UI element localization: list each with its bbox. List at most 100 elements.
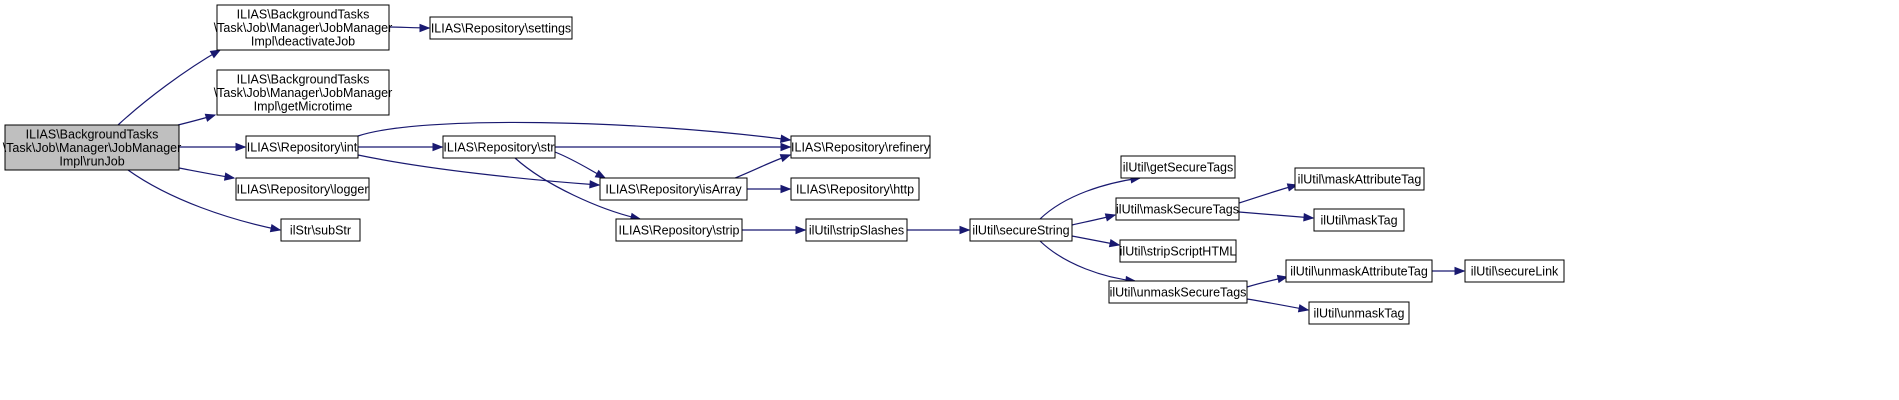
node-label-logger: ILIAS\Repository\logger — [236, 183, 368, 197]
node-str[interactable]: ILIAS\Repository\str — [442, 135, 556, 159]
node-box-unmaskSecureTags[interactable] — [1108, 280, 1248, 304]
node-label-subStr: ilStr\subStr — [290, 224, 351, 238]
node-box-logger[interactable] — [235, 177, 370, 201]
node-label-maskAttributeTag: ilUtil\maskAttributeTag — [1298, 173, 1422, 187]
node-label-deactivateJob: ILIAS\BackgroundTasks — [237, 8, 370, 22]
node-box-refinery[interactable] — [790, 135, 931, 159]
arrowhead-runJob-to-subStr — [269, 223, 282, 233]
node-label-getMicrotime: \Task\Job\Manager\JobManager — [214, 86, 393, 100]
node-label-int: ILIAS\Repository\int — [247, 141, 358, 155]
arrowhead-runJob-to-int — [235, 142, 247, 152]
edge-secureString-to-getSecureTags — [1039, 177, 1141, 220]
arrowhead-secureString-to-maskSecureTags — [1104, 213, 1117, 222]
node-box-subStr[interactable] — [280, 218, 361, 242]
node-maskSecureTags[interactable]: ilUtil\maskSecureTags — [1115, 197, 1240, 221]
node-label-isArray: ILIAS\Repository\isArray — [605, 183, 742, 197]
node-box-getMicrotime[interactable] — [216, 69, 390, 116]
node-secureLink[interactable]: ilUtil\secureLink — [1464, 259, 1565, 283]
node-label-getMicrotime: Impl\getMicrotime — [254, 100, 353, 114]
node-maskAttributeTag[interactable]: ilUtil\maskAttributeTag — [1294, 167, 1425, 191]
node-box-deactivateJob[interactable] — [216, 4, 390, 51]
node-label-http: ILIAS\Repository\http — [796, 183, 914, 197]
node-label-getSecureTags: ilUtil\getSecureTags — [1123, 161, 1233, 175]
node-box-str[interactable] — [442, 135, 556, 159]
node-isArray[interactable]: ILIAS\Repository\isArray — [599, 177, 748, 201]
node-box-secureString[interactable] — [969, 218, 1073, 242]
node-settings[interactable]: ILIAS\Repository\settings — [429, 16, 573, 40]
node-box-runJob[interactable] — [4, 124, 180, 171]
node-getSecureTags[interactable]: ilUtil\getSecureTags — [1120, 155, 1236, 179]
edge-int-to-isArray — [357, 154, 600, 186]
node-box-getSecureTags[interactable] — [1120, 155, 1236, 179]
node-getMicrotime[interactable]: ILIAS\BackgroundTasks\Task\Job\Manager\J… — [214, 69, 393, 116]
edge-runJob-to-deactivateJob — [117, 49, 221, 126]
arrowhead-isArray-to-refinery — [779, 154, 792, 163]
edge-runJob-to-subStr — [127, 169, 281, 231]
nodes-layer: ILIAS\BackgroundTasks\Task\Job\Manager\J… — [3, 4, 1565, 325]
node-box-http[interactable] — [790, 177, 920, 201]
node-label-unmaskTag: ilUtil\unmaskTag — [1313, 307, 1404, 321]
node-box-unmaskTag[interactable] — [1308, 301, 1410, 325]
node-stripSlashes[interactable]: ilUtil\stripSlashes — [805, 218, 908, 242]
node-box-strip[interactable] — [615, 218, 743, 242]
node-label-unmaskSecureTags: ilUtil\unmaskSecureTags — [1110, 286, 1247, 300]
node-label-stripSlashes: ilUtil\stripSlashes — [809, 224, 904, 238]
node-int[interactable]: ILIAS\Repository\int — [245, 135, 359, 159]
edge-secureString-to-unmaskSecureTags — [1039, 240, 1136, 282]
node-label-runJob: \Task\Job\Manager\JobManager — [3, 141, 182, 155]
arrowhead-int-to-str — [432, 142, 444, 152]
arrowhead-int-to-isArray — [589, 180, 601, 189]
node-maskTag[interactable]: ilUtil\maskTag — [1313, 208, 1405, 232]
arrowhead-unmaskSecureTags-to-unmaskTag — [1297, 304, 1310, 313]
node-box-maskTag[interactable] — [1313, 208, 1405, 232]
node-http[interactable]: ILIAS\Repository\http — [790, 177, 920, 201]
node-unmaskSecureTags[interactable]: ilUtil\unmaskSecureTags — [1108, 280, 1248, 304]
node-box-settings[interactable] — [429, 16, 573, 40]
node-box-stripSlashes[interactable] — [805, 218, 908, 242]
node-label-secureLink: ilUtil\secureLink — [1471, 265, 1559, 279]
arrowhead-str-to-isArray — [594, 169, 607, 179]
edge-int-to-refinery — [357, 121, 791, 141]
node-label-strip: ILIAS\Repository\strip — [619, 224, 740, 238]
arrowhead-unmaskAttributeTag-to-secureLink — [1454, 266, 1466, 276]
node-box-secureLink[interactable] — [1464, 259, 1565, 283]
node-box-maskAttributeTag[interactable] — [1294, 167, 1425, 191]
arrowhead-strip-to-stripSlashes — [795, 225, 807, 235]
node-unmaskAttributeTag[interactable]: ilUtil\unmaskAttributeTag — [1285, 259, 1433, 283]
node-box-int[interactable] — [245, 135, 359, 159]
node-refinery[interactable]: ILIAS\Repository\refinery — [790, 135, 931, 159]
node-strip[interactable]: ILIAS\Repository\strip — [615, 218, 743, 242]
node-label-runJob: Impl\runJob — [59, 155, 124, 169]
node-stripScriptHTML[interactable]: ilUtil\stripScriptHTML — [1119, 239, 1237, 263]
node-label-deactivateJob: Impl\deactivateJob — [251, 35, 355, 49]
node-label-secureString: ilUtil\secureString — [972, 224, 1069, 238]
node-runJob[interactable]: ILIAS\BackgroundTasks\Task\Job\Manager\J… — [3, 124, 182, 171]
arrowhead-maskSecureTags-to-maskTag — [1303, 213, 1315, 222]
node-label-stripScriptHTML: ilUtil\stripScriptHTML — [1120, 245, 1237, 259]
node-deactivateJob[interactable]: ILIAS\BackgroundTasks\Task\Job\Manager\J… — [214, 4, 393, 51]
node-label-deactivateJob: \Task\Job\Manager\JobManager — [214, 21, 393, 35]
node-label-str: ILIAS\Repository\str — [443, 141, 554, 155]
node-label-maskTag: ilUtil\maskTag — [1320, 214, 1397, 228]
arrowhead-unmaskSecureTags-to-unmaskAttributeTag — [1276, 274, 1289, 284]
arrowhead-runJob-to-logger — [223, 172, 236, 181]
node-label-getMicrotime: ILIAS\BackgroundTasks — [237, 73, 370, 87]
arrowhead-deactivateJob-to-settings — [419, 23, 431, 33]
node-box-isArray[interactable] — [599, 177, 748, 201]
node-box-stripScriptHTML[interactable] — [1119, 239, 1237, 263]
node-unmaskTag[interactable]: ilUtil\unmaskTag — [1308, 301, 1410, 325]
arrowhead-runJob-to-getMicrotime — [204, 113, 217, 122]
node-box-maskSecureTags[interactable] — [1115, 197, 1240, 221]
arrowhead-isArray-to-http — [780, 184, 792, 194]
node-logger[interactable]: ILIAS\Repository\logger — [235, 177, 370, 201]
node-subStr[interactable]: ilStr\subStr — [280, 218, 361, 242]
node-label-unmaskAttributeTag: ilUtil\unmaskAttributeTag — [1290, 265, 1428, 279]
node-label-settings: ILIAS\Repository\settings — [431, 22, 571, 36]
edge-maskSecureTags-to-maskTag — [1238, 211, 1314, 219]
node-box-unmaskAttributeTag[interactable] — [1285, 259, 1433, 283]
node-secureString[interactable]: ilUtil\secureString — [969, 218, 1073, 242]
node-label-runJob: ILIAS\BackgroundTasks — [26, 128, 159, 142]
edge-str-to-strip — [514, 157, 641, 220]
node-label-refinery: ILIAS\Repository\refinery — [791, 141, 931, 155]
